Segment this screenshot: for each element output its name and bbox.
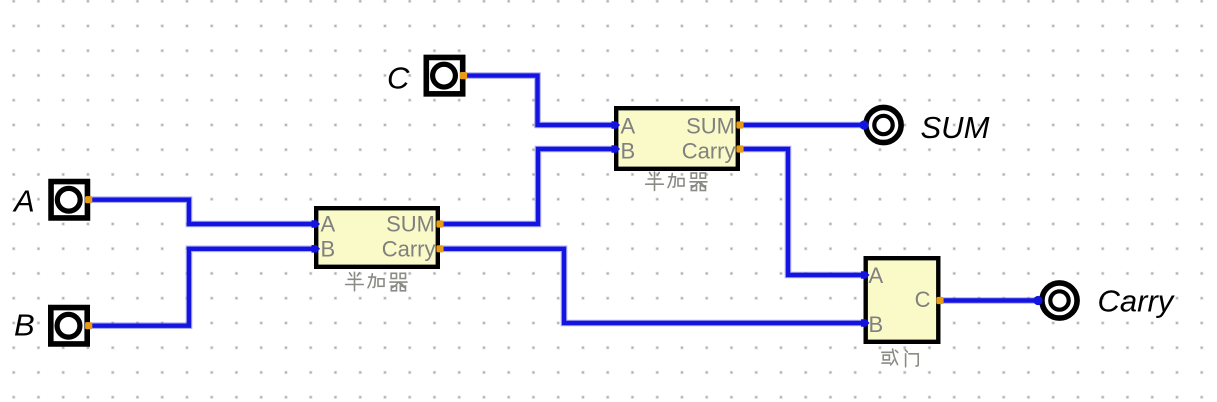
svg-text:A: A [12,184,35,219]
svg-text:B: B [869,312,884,337]
svg-text:Carry: Carry [1098,284,1176,319]
svg-text:B: B [14,308,35,343]
svg-text:B: B [621,139,636,164]
svg-text:Carry: Carry [382,237,436,262]
svg-text:A: A [321,212,336,237]
svg-text:A: A [869,263,884,288]
svg-text:SUM: SUM [386,212,435,237]
svg-text:A: A [621,114,636,139]
svg-text:B: B [321,237,336,262]
svg-text:SUM: SUM [921,110,990,145]
svg-text:Carry: Carry [682,139,736,164]
svg-text:C: C [915,287,931,312]
svg-text:SUM: SUM [686,114,735,139]
svg-text:C: C [387,61,410,96]
